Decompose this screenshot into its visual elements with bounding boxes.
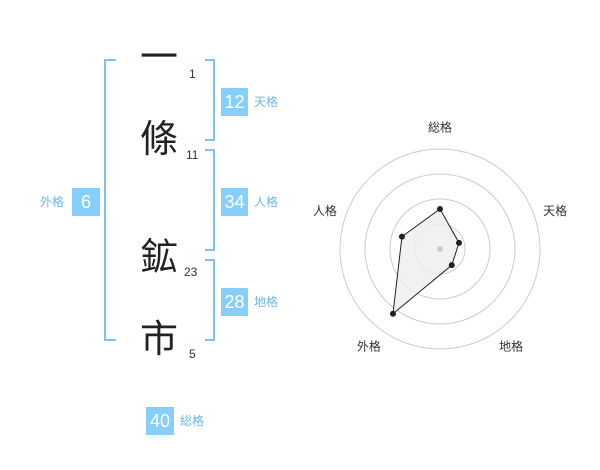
stroke-count-1: 1 [189, 67, 196, 81]
radar-point-1 [437, 206, 443, 212]
tenkaku-bracket [205, 59, 215, 141]
gaikaku-bracket [104, 59, 116, 341]
name-char-1: 一 [140, 35, 179, 79]
radar-center [437, 246, 443, 252]
gaikaku-value: 6 [72, 188, 100, 216]
radar-point-4 [389, 310, 396, 317]
radar-axis-label-4: 外格 [357, 338, 381, 353]
radar-axis-label-1: 総格 [428, 120, 452, 135]
name-char-3: 鉱 [140, 235, 179, 279]
radar-polygon [392, 208, 460, 315]
radar-ring-3 [364, 173, 516, 325]
radar-axis-label-2: 天格 [543, 203, 567, 218]
radar-axis-label-5: 人格 [313, 203, 337, 218]
radar-axis-label-3: 地格 [499, 338, 523, 353]
soukaku-label: 総格 [180, 414, 205, 428]
soukaku-value: 40 [146, 407, 174, 435]
tenkaku-label: 天格 [254, 95, 279, 109]
stroke-count-3: 23 [184, 265, 198, 279]
jinkaku-label: 人格 [254, 195, 279, 209]
radar-ring-4 [339, 148, 541, 350]
name-char-4: 市 [140, 317, 179, 361]
jinkaku-value: 34 [221, 188, 248, 216]
chikaku-bracket [205, 259, 215, 341]
tenkaku-value: 12 [221, 88, 248, 116]
chikaku-label: 地格 [254, 295, 279, 309]
radar-point-2 [456, 239, 463, 246]
gaikaku-label: 外格 [40, 195, 65, 209]
stroke-count-2: 11 [186, 148, 199, 162]
radar-point-5 [398, 233, 405, 240]
name-char-2: 條 [140, 117, 179, 161]
radar-ring-2 [389, 198, 491, 300]
jinkaku-bracket [205, 149, 215, 251]
radar-point-3 [448, 262, 455, 269]
stroke-count-4: 5 [189, 347, 196, 361]
chikaku-value: 28 [221, 288, 248, 316]
